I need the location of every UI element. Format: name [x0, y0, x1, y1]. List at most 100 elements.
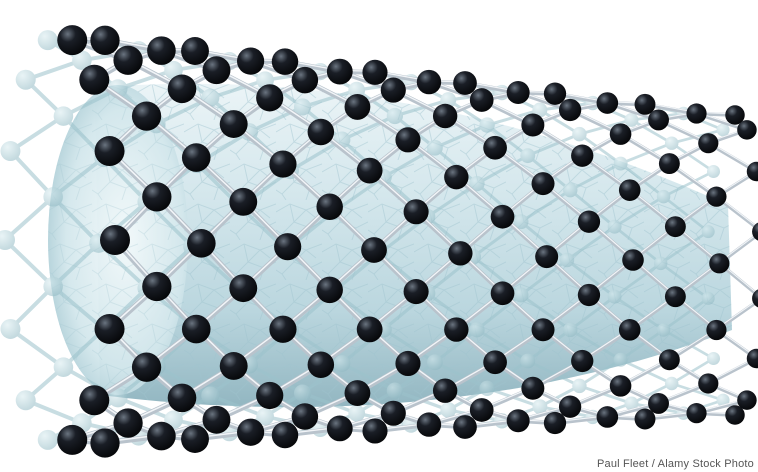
carbon-atom: [187, 229, 216, 258]
carbon-atom: [362, 418, 388, 444]
bond: [51, 284, 106, 332]
ghost-atom: [656, 189, 671, 204]
carbon-atom: [448, 241, 473, 266]
carbon-atom: [506, 81, 530, 105]
ghost-atom: [716, 393, 730, 407]
bond: [568, 162, 623, 192]
ghost-atom: [0, 141, 21, 162]
carbon-atom: [142, 271, 172, 302]
bond: [613, 225, 663, 265]
carbon-atom: [395, 350, 421, 377]
carbon-atom: [79, 385, 110, 416]
carbon-atom: [596, 92, 619, 114]
bond: [485, 359, 530, 390]
carbon-atom: [380, 77, 406, 103]
carbon-atom: [395, 127, 421, 153]
bond: [577, 384, 633, 405]
ghost-atom: [572, 378, 587, 394]
carbon-atom: [94, 136, 125, 167]
carbon-atom: [131, 352, 162, 382]
ghost-atom: [469, 175, 485, 192]
bond: [154, 364, 213, 398]
ghost-atom: [656, 323, 671, 337]
carbon-atom: [181, 314, 211, 344]
bond: [519, 188, 572, 224]
bond: [577, 132, 623, 166]
ghost-atom: [701, 291, 715, 305]
bond: [208, 78, 267, 100]
bond: [670, 357, 715, 385]
ghost-atom: [0, 230, 15, 250]
carbon-atom: [648, 392, 669, 414]
carbon-atom: [531, 172, 555, 196]
carbon-atom: [453, 415, 477, 439]
ghost-atom: [716, 123, 730, 137]
ghost-atom: [0, 318, 21, 339]
bond: [51, 194, 101, 246]
bond: [568, 188, 617, 229]
carbon-atom: [543, 411, 567, 435]
bond: [51, 155, 106, 199]
bond: [538, 384, 581, 409]
ghost-atom: [613, 156, 628, 171]
carbon-atom: [181, 425, 209, 453]
carbon-atom: [181, 37, 209, 65]
carbon-atom: [453, 71, 477, 95]
ghost-atom: [664, 136, 679, 150]
carbon-atom: [291, 66, 319, 94]
carbon-atom: [609, 123, 632, 145]
carbon-atom: [634, 408, 656, 430]
bond: [475, 154, 530, 186]
ghost-atom: [706, 352, 720, 366]
bond: [662, 297, 710, 332]
carbon-atom: [725, 105, 745, 125]
carbon-atom: [380, 400, 406, 426]
carbon-atom: [316, 276, 343, 304]
carbon-atom: [432, 103, 458, 129]
bond: [340, 361, 397, 393]
ghost-atom: [532, 102, 548, 118]
ghost-atom: [333, 355, 351, 372]
carbon-atom: [90, 25, 120, 55]
bond: [208, 393, 267, 419]
bond: [659, 261, 710, 300]
bond: [568, 295, 617, 332]
carbon-atom: [90, 428, 120, 458]
carbon-atom: [618, 179, 641, 201]
carbon-atom: [356, 316, 383, 343]
ghost-atom: [513, 214, 529, 230]
bond: [538, 108, 581, 136]
carbon-atom: [444, 317, 469, 342]
bond: [51, 241, 101, 289]
bond: [475, 328, 530, 363]
ghost-atom: [701, 225, 715, 239]
ghost-atom: [43, 276, 63, 297]
bond: [61, 86, 120, 119]
carbon-atom: [307, 118, 335, 146]
carbon-atom: [648, 109, 669, 131]
carbon-atom: [752, 289, 758, 308]
carbon-atom: [686, 403, 707, 424]
ghost-atom: [563, 182, 578, 198]
ghost-atom: [164, 60, 183, 80]
ghost-atom: [72, 50, 92, 71]
carbon-atom: [167, 383, 197, 413]
bond: [526, 132, 581, 158]
carbon-atom: [269, 150, 297, 178]
bond: [526, 154, 572, 192]
carbon-atom: [344, 94, 371, 120]
carbon-atom: [706, 319, 727, 341]
carbon-atom: [752, 222, 758, 241]
bond: [670, 382, 725, 402]
carbon-atom: [237, 418, 265, 446]
carbon-atom: [167, 74, 197, 104]
bond: [659, 230, 710, 265]
carbon-atom: [506, 409, 530, 433]
carbon-atom: [131, 101, 162, 131]
carbon-atom: [291, 403, 319, 430]
bond: [565, 258, 617, 299]
carbon-atom: [706, 186, 727, 207]
bond: [519, 220, 569, 262]
bond: [613, 261, 663, 299]
carbon-atom: [737, 390, 757, 410]
